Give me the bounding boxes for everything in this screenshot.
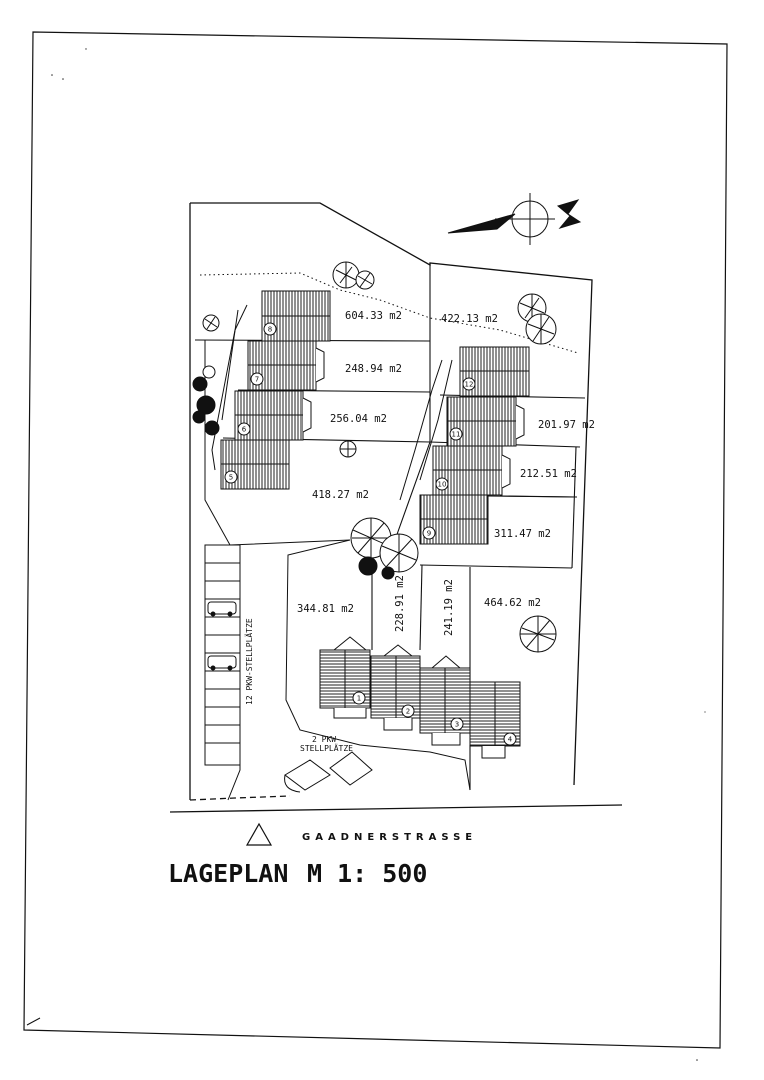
house-number: 6 — [242, 426, 247, 434]
house-number: 2 — [406, 708, 410, 716]
car-icon — [207, 601, 237, 617]
house-number: 10 — [438, 481, 447, 489]
house-6: 6 — [234, 390, 312, 441]
house-9: 9 — [419, 494, 489, 545]
area-label: 228.91 m2 — [394, 575, 406, 632]
house-number: 1 — [357, 695, 361, 703]
house-5: 5 — [220, 439, 290, 490]
house-number: 9 — [427, 530, 431, 538]
area-label: 241.19 m2 — [443, 579, 455, 636]
house-number: 7 — [255, 376, 259, 384]
area-label: 212.51 m2 — [520, 468, 577, 480]
parking-row-12 — [204, 544, 241, 766]
area-label: 464.62 m2 — [484, 597, 541, 609]
area-label: 201.97 m2 — [538, 419, 595, 431]
area-label: 311.47 m2 — [494, 528, 551, 540]
house-number: 12 — [465, 381, 474, 389]
carport-2 — [284, 751, 373, 793]
parking-label-12: 12 PKW-STELLPLÄTZE — [244, 618, 254, 705]
house-number: 5 — [229, 474, 233, 482]
area-label: 344.81 m2 — [297, 603, 354, 615]
plan-title: LAGEPLAN — [168, 859, 288, 888]
area-label: 248.94 m2 — [345, 363, 402, 375]
house-number: 4 — [508, 736, 513, 744]
tree-icon — [339, 440, 357, 458]
tree-icon — [517, 293, 557, 345]
area-label: 604.33 m2 — [345, 310, 402, 322]
page-frame — [23, 31, 728, 1049]
north-arrow-icon — [447, 193, 582, 245]
house-10: 10 — [432, 445, 511, 496]
car-icon — [207, 655, 237, 671]
house-7: 7 — [247, 340, 325, 391]
house-number: 8 — [268, 326, 272, 334]
house-12: 12 — [459, 346, 530, 397]
house-11: 11 — [446, 396, 525, 447]
triangle-marker-icon — [245, 822, 273, 846]
tree-icon — [192, 365, 220, 436]
street-name: GAADNERSTRASSE — [302, 832, 477, 843]
house-1: 1 — [319, 636, 371, 719]
tree-icon — [350, 517, 419, 580]
parking-label-2-line2: STELLPLÄTZE — [300, 743, 353, 753]
house-3: 3 — [419, 655, 471, 746]
house-number: 3 — [455, 721, 459, 729]
area-label: 256.04 m2 — [330, 413, 387, 425]
tree-icon — [519, 615, 557, 653]
dotted-boundary — [199, 272, 579, 354]
house-number: 11 — [452, 431, 461, 439]
area-label: 418.27 m2 — [312, 489, 369, 501]
house-2: 2 — [370, 644, 421, 731]
scan-mark — [26, 1017, 41, 1026]
house-8: 8 — [261, 290, 331, 342]
parking-label-2-line1: 2 PKW — [312, 735, 336, 744]
area-label: 422.13 m2 — [441, 313, 498, 325]
scan-marks — [51, 48, 706, 1061]
tree-icon — [202, 314, 220, 332]
house-4: 4 — [469, 681, 521, 759]
tree-icon — [332, 261, 375, 290]
plan-scale: M 1: 500 — [307, 859, 427, 888]
